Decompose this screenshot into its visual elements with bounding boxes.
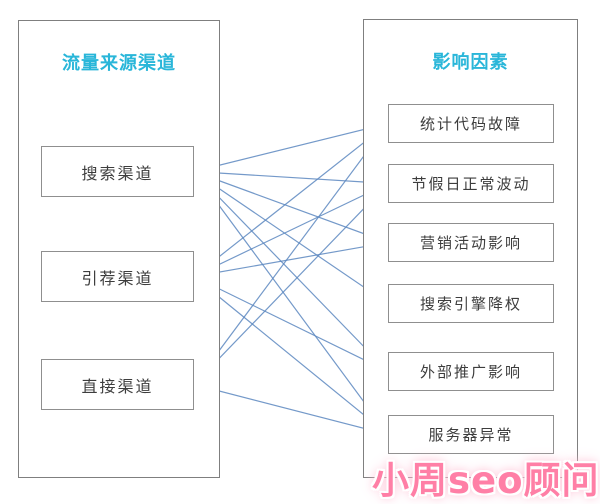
connector-line-direct-server: [193, 383, 389, 436]
watermark-text: 小周seo顾问: [372, 459, 600, 502]
node-search-engine-downgrade: 搜索引擎降权: [388, 284, 554, 323]
node-label: 节假日正常波动: [411, 175, 531, 193]
connector-line-search-se_downgrade: [193, 171, 389, 304]
node-marketing-impact: 营销活动影响: [388, 223, 554, 262]
node-label: 营销活动影响: [419, 234, 522, 252]
node-label: 统计代码故障: [419, 115, 522, 133]
node-search-channel: 搜索渠道: [41, 146, 194, 197]
node-direct-channel: 直接渠道: [41, 359, 194, 410]
node-label: 搜索渠道: [81, 163, 154, 183]
node-server-abnormal: 服务器异常: [388, 415, 554, 454]
connector-line-referral-marketing: [193, 241, 389, 278]
connector-line-search-tracking_code: [193, 122, 389, 173]
node-referral-channel: 引荐渠道: [41, 251, 194, 302]
connector-line-referral-server: [193, 276, 389, 435]
left-panel-title: 流量来源渠道: [62, 53, 176, 74]
node-label: 外部推广影响: [419, 363, 522, 381]
connector-line-referral-external_promo: [193, 275, 389, 373]
node-holiday-fluctuation: 节假日正常波动: [388, 164, 554, 203]
connector-line-referral-tracking_code: [193, 123, 389, 277]
node-external-promotion-impact: 外部推广影响: [388, 352, 554, 391]
node-label: 搜索引擎降权: [419, 295, 522, 313]
node-label: 服务器异常: [428, 426, 514, 444]
connector-line-direct-holiday: [193, 183, 389, 385]
connector-line-search-external_promo: [193, 171, 389, 372]
connector-line-search-holiday: [193, 170, 389, 185]
connector-line-direct-tracking_code: [193, 123, 389, 385]
connector-line-search-server: [193, 171, 389, 435]
connector-line-search-marketing: [193, 170, 389, 244]
node-tracking-code-failure: 统计代码故障: [388, 104, 554, 143]
right-panel-title: 影响因素: [432, 52, 509, 73]
node-label: 直接渠道: [81, 376, 154, 396]
node-label: 引荐渠道: [81, 268, 154, 288]
connector-line-referral-holiday: [193, 182, 389, 278]
